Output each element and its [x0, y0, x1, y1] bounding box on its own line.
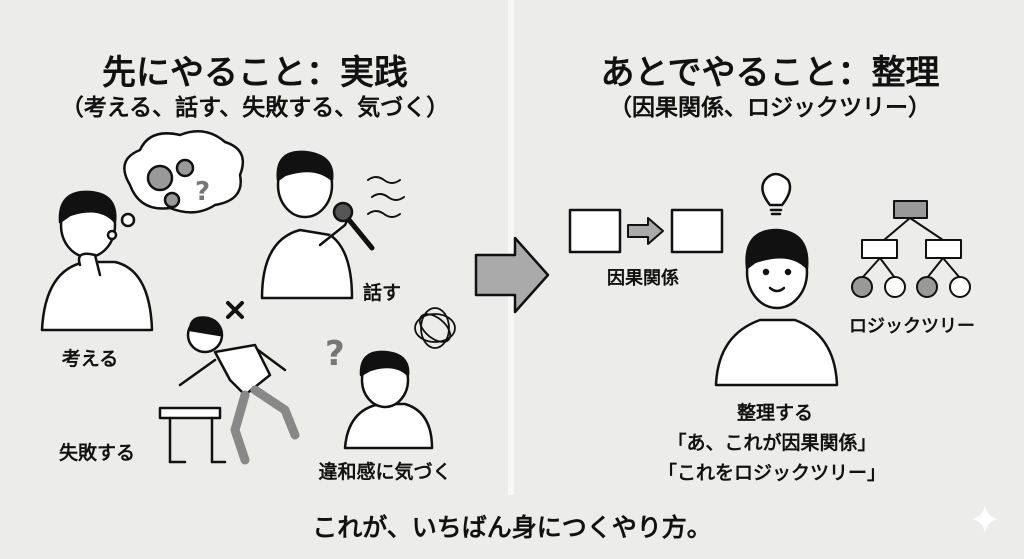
label-logic-tree: ロジックツリー [849, 316, 975, 337]
tangled-scribble-icon [414, 307, 456, 349]
footer-message: これが、いちばん身につくやり方。 [312, 513, 712, 542]
noticing-person-icon: ? [325, 334, 434, 450]
logic-tree-icon [851, 200, 971, 298]
svg-text:?: ? [325, 334, 345, 374]
causality-diagram-icon [568, 208, 724, 254]
panel-divider [508, 0, 514, 495]
quote-logic-tree: 「これをロジックツリー」 [657, 462, 887, 484]
quote-causality: 「あ、これが因果関係」 [667, 432, 877, 454]
label-causality: 因果関係 [607, 268, 679, 289]
left-subtitle: （考える、話す、失敗する、気づく） [60, 95, 450, 121]
big-arrow-icon [474, 236, 550, 314]
left-title: 先にやること：実践 [102, 53, 408, 93]
label-organize: 整理する [736, 402, 814, 424]
microphone-icon [332, 201, 375, 251]
sound-wave-icon [367, 176, 405, 218]
label-talk: 話す [362, 282, 402, 304]
smiling-person-icon [714, 228, 839, 387]
lightbulb-icon [761, 172, 792, 216]
thinking-person-icon [40, 190, 154, 332]
right-title: あとでやること：整理 [600, 53, 940, 93]
hurdle-icon [158, 406, 227, 464]
sparkle-icon [972, 505, 998, 533]
thought-bubble-icon: ? [106, 130, 245, 241]
label-notice: 違和感に気づく [318, 461, 452, 483]
stumbling-person-icon [178, 301, 300, 465]
right-subtitle: （因果関係、ロジックツリー） [609, 95, 931, 121]
svg-text:?: ? [195, 177, 210, 207]
label-think: 考える [61, 348, 119, 370]
talking-person-icon [260, 150, 354, 300]
label-fail: 失敗する [58, 442, 136, 464]
